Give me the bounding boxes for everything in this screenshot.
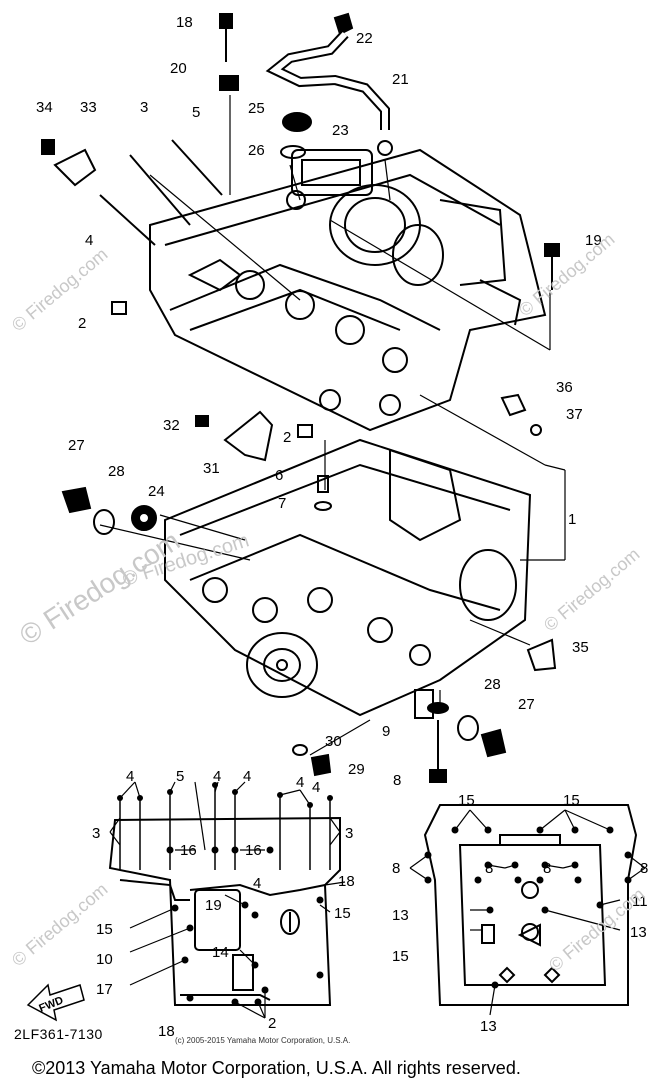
- callout-30: 30: [325, 733, 342, 750]
- callout-22: 22: [356, 30, 373, 47]
- bolt-dots-left: [117, 782, 333, 1006]
- callout-28b: 28: [484, 676, 501, 693]
- callout-l-4d: 4: [296, 774, 304, 791]
- callout-6: 6: [275, 467, 283, 484]
- upper-crankcase: [149, 148, 547, 432]
- callout-l-4f: 4: [253, 875, 261, 892]
- lower-crankcase: [164, 438, 532, 719]
- callout-l-2: 2: [268, 1015, 276, 1032]
- callout-27b: 27: [518, 696, 535, 713]
- callout-1: 1: [568, 511, 576, 528]
- callout-24: 24: [148, 483, 165, 500]
- callout-3: 3: [140, 99, 148, 116]
- callout-labels: 18 22 21 20 25 23 26 34 33 3 5 4 19 2 36…: [36, 14, 648, 1040]
- callout-33: 33: [80, 99, 97, 116]
- callout-34: 34: [36, 99, 53, 116]
- callout-l-4c: 4: [243, 768, 251, 785]
- callout-l-14: 14: [212, 944, 229, 961]
- callout-28a: 28: [108, 463, 125, 480]
- leader-lines-left: [109, 781, 346, 1019]
- callout-r-13a: 13: [392, 907, 409, 924]
- callout-r-8a: 8: [392, 860, 400, 877]
- callout-26: 26: [248, 142, 265, 159]
- callout-l-17: 17: [96, 981, 113, 998]
- callout-32: 32: [163, 417, 180, 434]
- callout-l-10: 10: [96, 951, 113, 968]
- callout-l-3b: 3: [345, 825, 353, 842]
- footer-copyright: ©2013 Yamaha Motor Corporation, U.S.A. A…: [32, 1058, 521, 1078]
- callout-35: 35: [572, 639, 589, 656]
- callout-l-4a: 4: [126, 768, 134, 785]
- callout-l-16a: 16: [180, 842, 197, 859]
- callout-l-5: 5: [176, 768, 184, 785]
- callout-l-15b: 15: [334, 905, 351, 922]
- callout-r-15a: 15: [458, 792, 475, 809]
- callout-5: 5: [192, 104, 200, 121]
- callout-18: 18: [176, 14, 193, 31]
- callout-l-15a: 15: [96, 921, 113, 938]
- callout-25: 25: [248, 100, 265, 117]
- callout-29: 29: [348, 761, 365, 778]
- callout-l-18a: 18: [338, 873, 355, 890]
- callout-37: 37: [566, 406, 583, 423]
- callout-r-8b: 8: [485, 860, 493, 877]
- callout-l-19: 19: [205, 897, 222, 914]
- diagram-code: 2LF361-7130: [14, 1026, 103, 1042]
- small-copyright: (c) 2005-2015 Yamaha Motor Corporation, …: [175, 1036, 351, 1045]
- callout-l-3a: 3: [92, 825, 100, 842]
- callout-36: 36: [556, 379, 573, 396]
- callout-l-18b: 18: [158, 1023, 175, 1040]
- callout-9: 9: [382, 723, 390, 740]
- callout-7: 7: [278, 495, 286, 512]
- callout-21: 21: [392, 71, 409, 88]
- callout-r-15c: 15: [392, 948, 409, 965]
- callout-l-4b: 4: [213, 768, 221, 785]
- callout-19: 19: [585, 232, 602, 249]
- callout-l-16b: 16: [245, 842, 262, 859]
- callout-23: 23: [332, 122, 349, 139]
- callout-4: 4: [85, 232, 93, 249]
- callout-2a: 2: [78, 315, 86, 332]
- leader-lines-right: [409, 809, 646, 1016]
- callout-20: 20: [170, 60, 187, 77]
- callout-r-11: 11: [632, 893, 648, 910]
- bolt-pattern-right: [423, 804, 638, 1006]
- callout-r-13c: 13: [480, 1018, 497, 1035]
- callout-31: 31: [203, 460, 220, 477]
- fwd-arrow: [26, 983, 85, 1022]
- callout-r-15b: 15: [563, 792, 580, 809]
- callout-8: 8: [393, 772, 401, 789]
- leader-lines: [99, 95, 566, 756]
- callout-r-13b: 13: [630, 924, 647, 941]
- callout-r-8d: 8: [640, 860, 648, 877]
- callout-2b: 2: [283, 429, 291, 446]
- callout-l-4e: 4: [312, 779, 320, 796]
- callout-27a: 27: [68, 437, 85, 454]
- small-parts: [41, 12, 560, 783]
- callout-r-8c: 8: [543, 860, 551, 877]
